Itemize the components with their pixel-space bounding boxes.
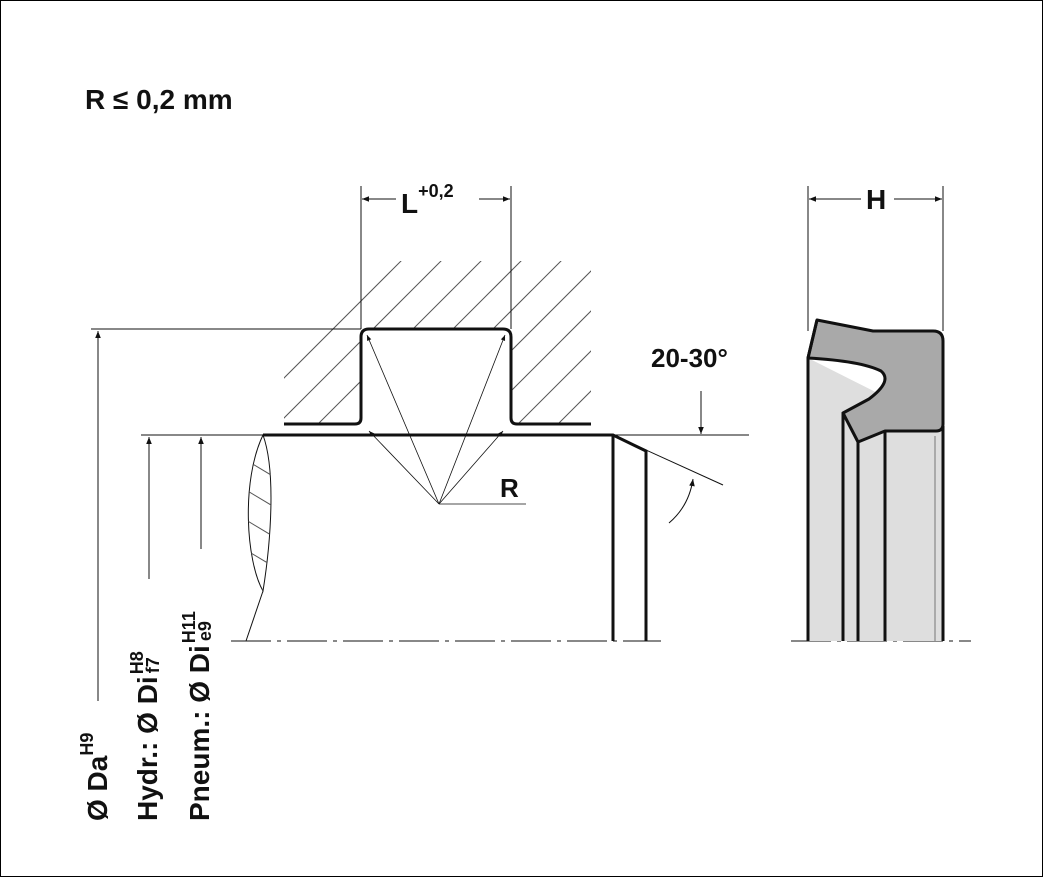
diameter-Da-label: Ø DaH9 [77,733,113,821]
seal-lip [806,318,945,444]
dimension-L-label: L+0,2 [401,181,454,219]
chamfer-angle-label: 20-30° [651,343,728,373]
radius-label: R [500,473,519,503]
dimension-H-label: H [866,184,886,215]
seal-profile [806,318,945,641]
diameter-Di-hydr-label: Hydr.: Ø DiH8f7 [127,651,163,821]
dimension-L [360,186,512,329]
radius-note: R ≤ 0,2 mm [85,84,233,115]
groove-outline [284,327,591,426]
diameter-dimensions [91,328,361,701]
radius-leaders [366,334,526,505]
shaft-outline [263,433,648,641]
break-line [245,433,272,642]
dimension-H [807,186,944,331]
diameter-Di-pneum-label: Pneum.: Ø DiH11e9 [179,611,215,821]
